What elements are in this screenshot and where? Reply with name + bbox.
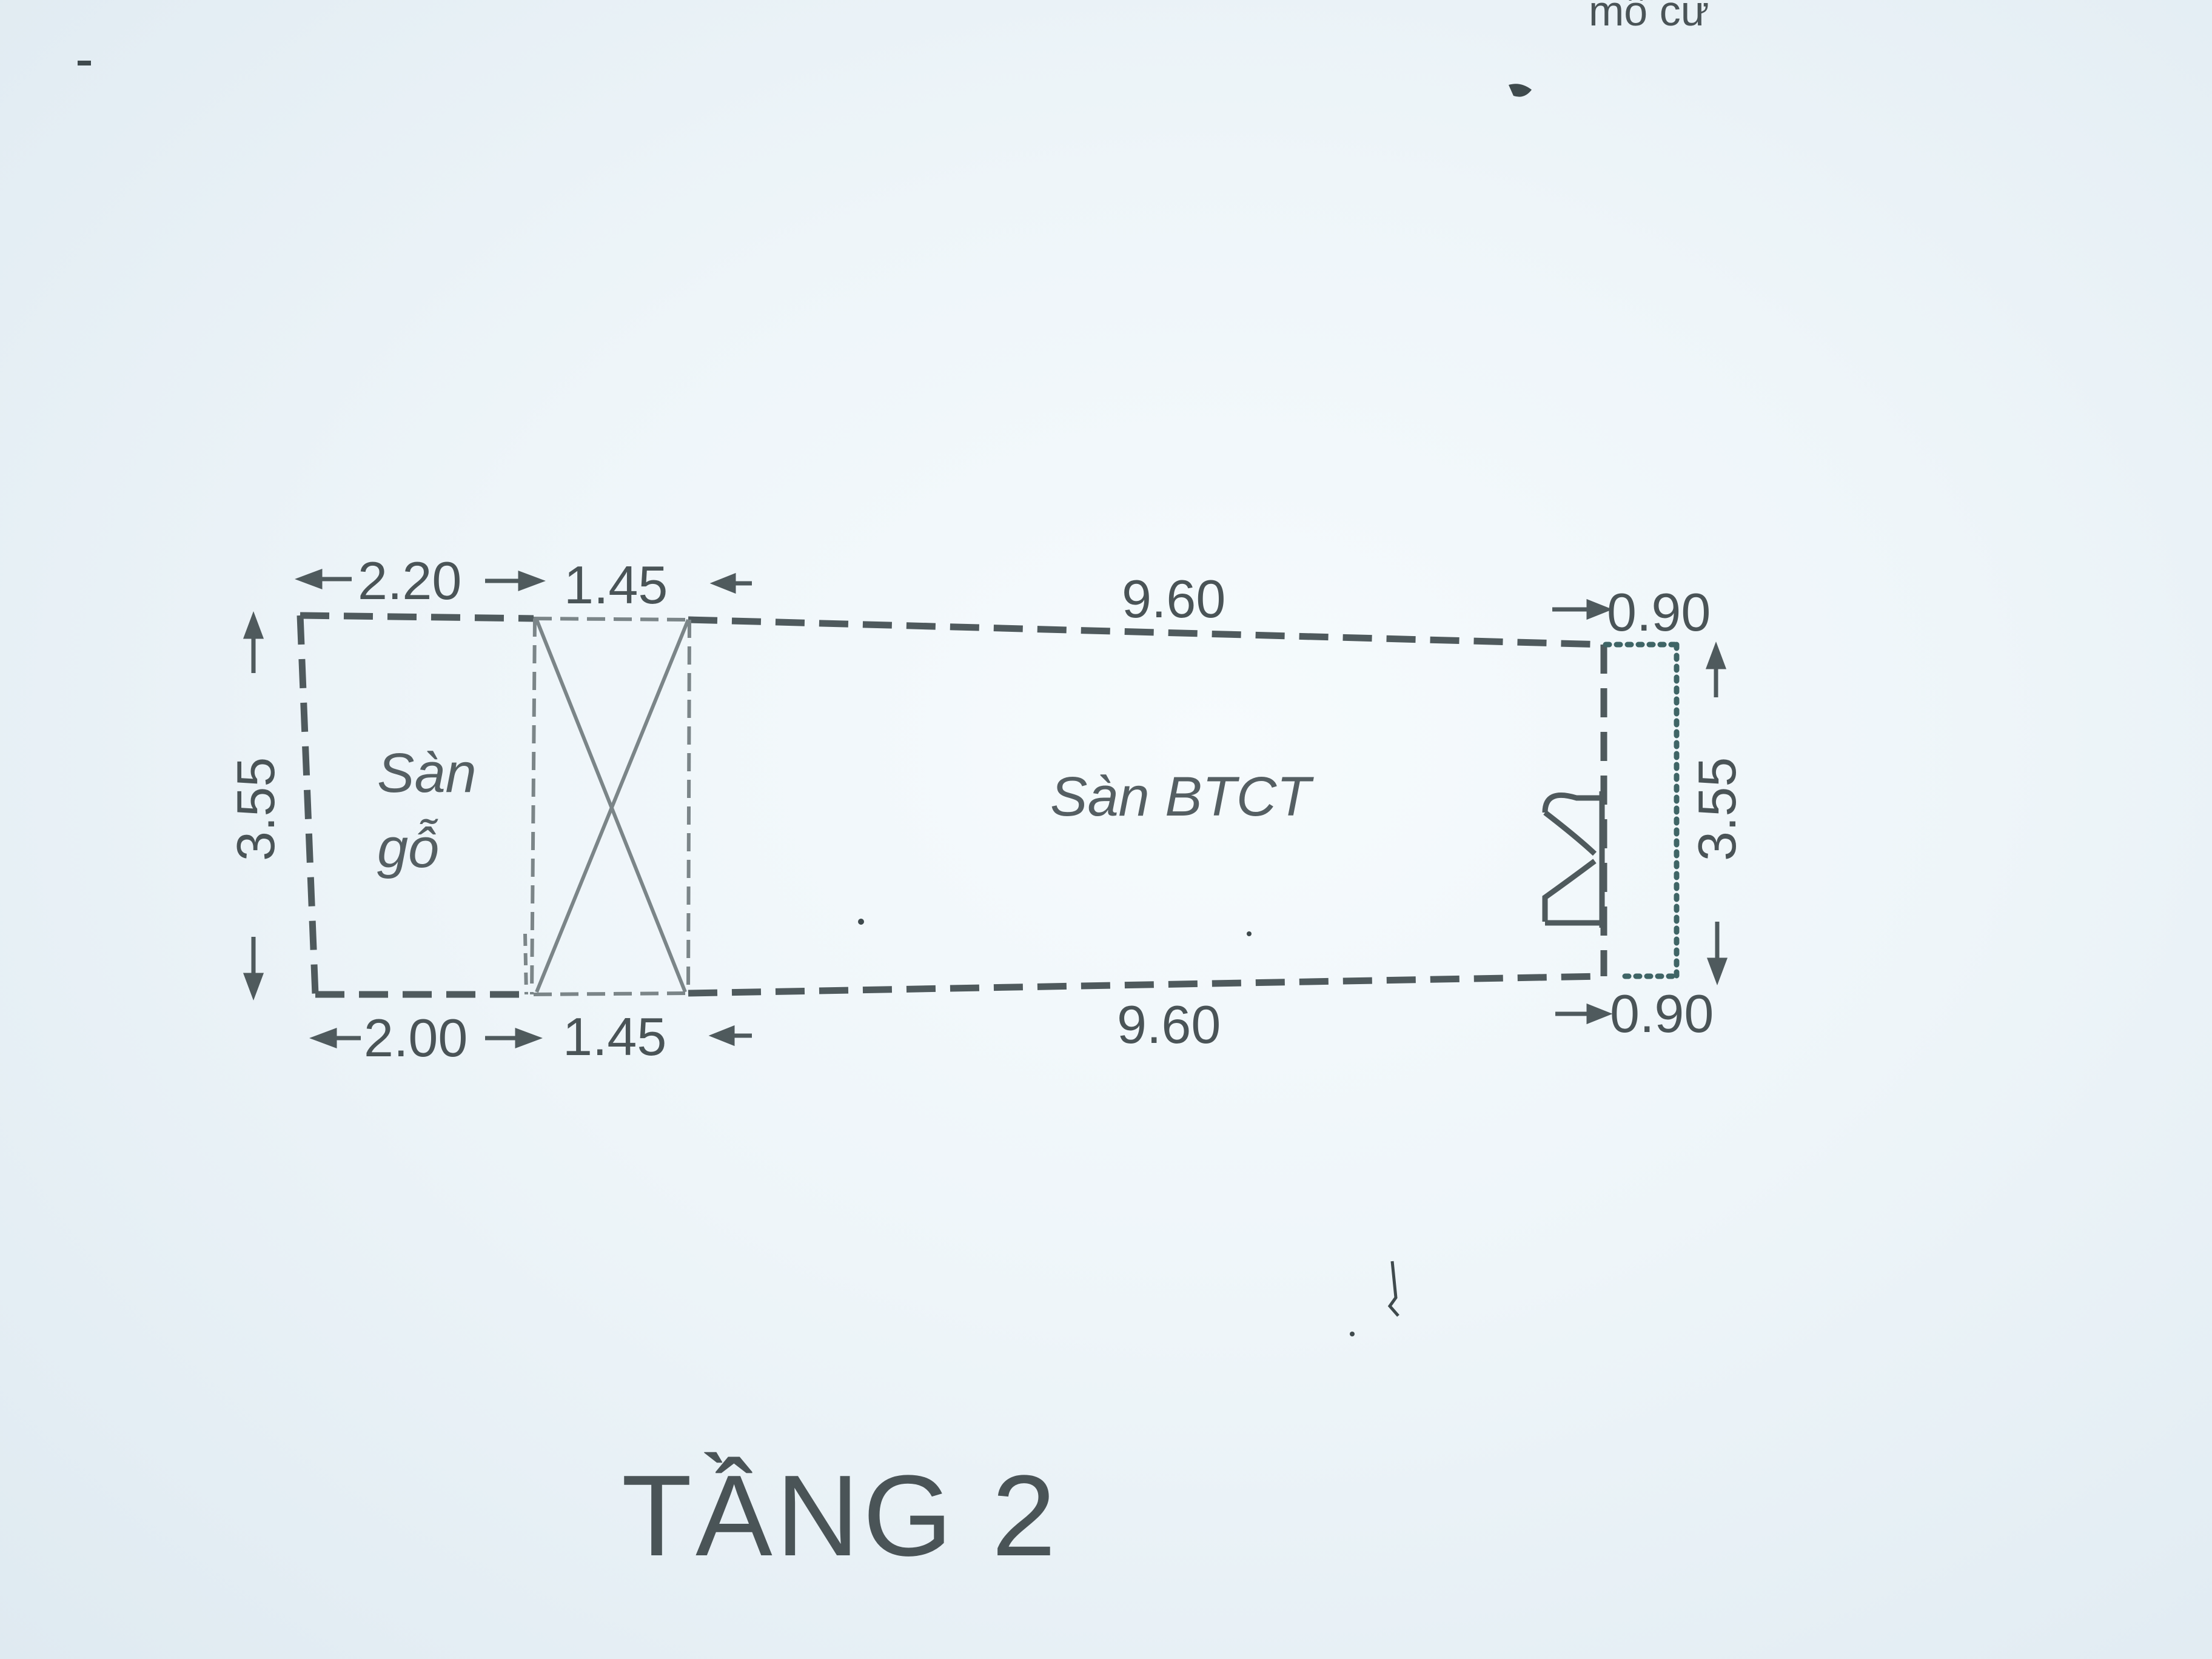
stair-void (523, 617, 691, 996)
outline-top-main (688, 616, 1604, 648)
void-cross-line-2 (535, 618, 690, 993)
dim-top-2: 1.45 (564, 555, 668, 615)
dim-right-height: 3.55 (1687, 757, 1747, 861)
dim-bottom-3: 9.60 (1117, 994, 1221, 1054)
dim-bottom-1: 2.00 (364, 1008, 468, 1068)
door-icon (1542, 791, 1605, 928)
dim-top-1: 2.20 (358, 551, 461, 611)
dim-top-4: 0.90 (1607, 582, 1711, 642)
dim-bottom-4: 0.90 (1610, 984, 1714, 1044)
dim-left-height: 3.55 (226, 757, 286, 861)
dimension-arrows (243, 568, 1728, 1049)
wood-floor-label-line1: Sàn (377, 742, 477, 804)
paper-specks (78, 61, 1532, 1336)
dim-bottom-2: 1.45 (563, 1007, 666, 1067)
concrete-floor-label: Sàn BTCT (1050, 766, 1314, 828)
outline-top-left (300, 612, 534, 622)
outline-left (297, 615, 319, 995)
corner-note: mô cư (1589, 0, 1709, 35)
dim-top-3: 9.60 (1122, 569, 1225, 629)
wood-floor-label-line2: gỗ (377, 817, 439, 879)
page-title: TẦNG 2 (622, 1452, 1059, 1580)
outline-bottom-main (688, 973, 1604, 997)
building-outline (297, 612, 1607, 998)
balcony-outline (1603, 642, 1680, 979)
